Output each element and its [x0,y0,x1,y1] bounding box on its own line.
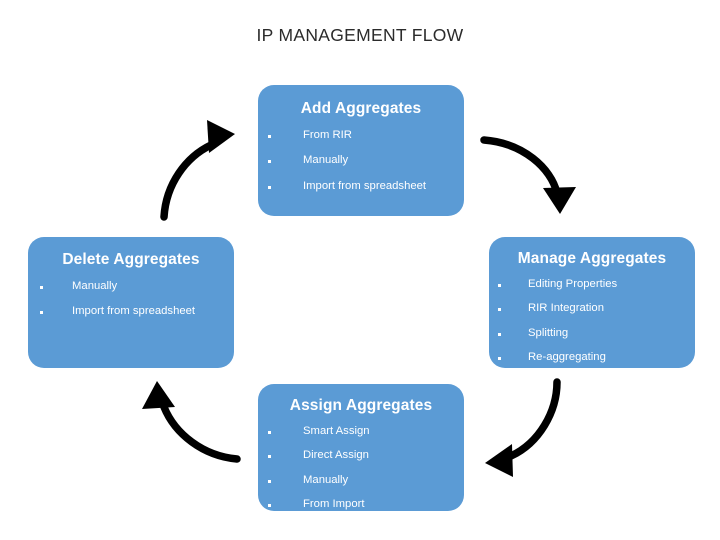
bullet-icon [268,185,271,189]
list-item: Editing Properties [498,278,695,290]
node-assign-heading: Assign Aggregates [289,397,433,414]
node-manage-bullet-list: Editing Properties RIR Integration Split… [489,278,695,363]
node-delete-heading: Delete Aggregates [62,251,200,268]
bullet-label: Re-aggregating [528,350,606,363]
bullet-label: Smart Assign [303,425,370,437]
bullet-icon [268,455,271,459]
bullet-label: Splitting [528,326,569,339]
bullet-label: Manually [72,280,118,292]
node-add-heading: Add Aggregates [300,100,422,117]
bullet-icon [498,332,501,336]
bullet-icon [268,503,271,507]
bullet-label: Import from spreadsheet [72,305,196,318]
list-item: Splitting [498,326,695,339]
bullet-label: Manually [303,473,349,486]
node-delete-bullet-list: Manually Import from spreadsheet [28,280,234,318]
list-item: Import from spreadsheet [40,305,234,318]
node-manage-aggregates[interactable]: Manage Aggregates Editing Properties RIR… [489,237,695,368]
bullet-icon [498,308,501,312]
node-delete-aggregates[interactable]: Delete Aggregates Manually Import from s… [28,237,234,368]
bullet-label: Editing Properties [528,278,618,290]
list-item: Re-aggregating [498,350,695,363]
bullet-label: Manually [303,154,349,167]
list-item: RIR Integration [498,302,695,315]
list-item: Manually [268,473,464,486]
bullet-label: Import from spreadsheet [303,179,427,192]
node-add-aggregates[interactable]: Add Aggregates From RIR Manually Import … [258,85,464,216]
bullet-label: RIR Integration [528,302,604,315]
node-assign-aggregates[interactable]: Assign Aggregates Smart Assign Direct As… [258,384,464,511]
bullet-icon [268,479,271,483]
bullet-label: From Import [303,497,365,510]
node-manage-heading: Manage Aggregates [517,250,667,267]
list-item: From Import [268,497,464,510]
bullet-icon [268,160,271,164]
bullet-label: Direct Assign [303,449,369,462]
page-title: IP MANAGEMENT FLOW [256,25,464,45]
list-item: Manually [268,154,464,167]
list-item: Manually [40,280,234,292]
list-item: Import from spreadsheet [268,179,464,192]
arrow-manage-to-assign [485,378,561,477]
bullet-label: From RIR [303,129,352,141]
list-item: Smart Assign [268,425,464,437]
bullet-icon [40,311,43,315]
arrow-add-to-manage [480,136,576,214]
arrow-delete-to-add [160,120,235,221]
node-assign-bullet-list: Smart Assign Direct Assign Manually From… [258,425,464,510]
list-item: Direct Assign [268,449,464,462]
bullet-icon [498,284,501,287]
bullet-icon [40,286,43,289]
bullet-icon [268,135,271,138]
arrow-assign-to-delete [142,381,241,463]
node-add-bullet-list: From RIR Manually Import from spreadshee… [258,129,464,192]
bullet-icon [268,431,271,434]
list-item: From RIR [268,129,464,141]
bullet-icon [498,356,501,360]
